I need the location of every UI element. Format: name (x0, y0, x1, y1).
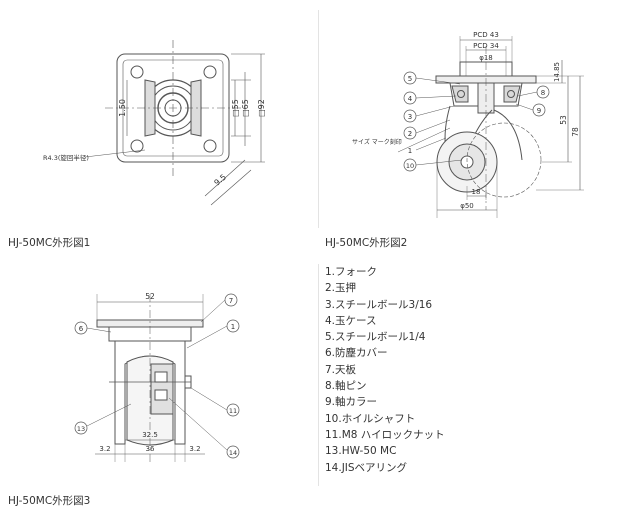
fig1-dim-hole-pitch: □55 (231, 99, 240, 117)
separator-vertical-lower (318, 264, 319, 486)
caption-fig3: HJ-50MC外形図3 (8, 495, 91, 507)
fig2-mark-label: サイズ マーク刻印 (352, 138, 402, 146)
fig2-callout-3: 3 (408, 113, 412, 121)
fig2-dim-18: 18 (472, 188, 481, 196)
fig1-dim-vertical: 1.50 (118, 99, 127, 117)
fig2-pcd34: PCD 34 (473, 42, 499, 50)
parts-list-item: 13.HW-50 MC (325, 445, 397, 458)
parts-list-item: 5.スチールボール1/4 (325, 331, 426, 344)
fig3-callout-1: 1 (231, 323, 235, 331)
fig3-callout-14: 14 (229, 449, 237, 457)
fig3-dim-32-right: 3.2 (189, 445, 200, 453)
fig1-label-bolt: R4.3(旋回半径) (43, 153, 89, 162)
fig2-callout-2: 2 (408, 130, 412, 138)
fig2-dim-1485: 14.85 (553, 62, 561, 82)
parts-list-item: 14.JISベアリング (325, 461, 408, 474)
fig1-dim-diag: 9.5 (213, 172, 229, 187)
fig3-callout-13: 13 (77, 425, 85, 433)
fig2-pcd43: PCD 43 (473, 31, 499, 39)
fig3-callout-7: 7 (229, 297, 233, 305)
fig2-callout-8: 8 (541, 89, 545, 97)
fig3-dim-52: 52 (145, 292, 155, 301)
caption-fig2: HJ-50MC外形図2 (325, 237, 408, 249)
parts-list-item: 6.防塵カバー (325, 347, 388, 360)
figure-1-drawing: □92 □65 □55 1.50 R4.3(旋回半径) 9.5 (43, 40, 266, 206)
fig2-dim-53: 53 (559, 115, 568, 125)
fig1-dim-bolt: □65 (241, 99, 250, 117)
separator-vertical (318, 10, 319, 228)
parts-list: 1.フォーク 2.玉押 3.スチールボール3/16 4.玉ケース 5.スチールボ… (325, 264, 625, 476)
figure-2-panel: PCD 43 PCD 34 φ18 14.85 53 78 18 φ50 サイズ… (322, 10, 627, 228)
figure-3-panel: 52 32.5 36 3.2 3.2 7 6 1 11 13 14 (5, 264, 310, 486)
parts-list-item: 7.天板 (325, 363, 357, 376)
fig3-dim-325: 32.5 (142, 431, 158, 439)
parts-list-item: 10.ホイルシャフト (325, 412, 416, 425)
fig2-phi18: φ18 (479, 54, 493, 62)
parts-list-item: 8.軸ピン (325, 380, 367, 393)
fig3-dim-32-left: 3.2 (99, 445, 110, 453)
caption-fig1: HJ-50MC外形図1 (8, 237, 91, 249)
parts-list-item: 3.スチールボール3/16 (325, 298, 433, 311)
fig2-dim-phi50: φ50 (460, 202, 474, 210)
fig3-callout-6: 6 (79, 325, 84, 333)
parts-list-item: 4.玉ケース (325, 314, 377, 327)
figure-2-drawing: PCD 43 PCD 34 φ18 14.85 53 78 18 φ50 サイズ… (352, 31, 584, 218)
fig3-dim-36: 36 (146, 445, 155, 453)
fig3-callout-11: 11 (229, 407, 237, 415)
fig2-dim-78: 78 (571, 127, 580, 137)
fig1-dim-plate: □92 (257, 99, 266, 117)
fig2-callout-1: 1 (408, 147, 412, 155)
parts-list-item: 2.玉押 (325, 282, 357, 295)
fig2-callout-5: 5 (408, 75, 412, 83)
figure-1-panel: □92 □65 □55 1.50 R4.3(旋回半径) 9.5 (5, 10, 310, 228)
fig2-callout-9: 9 (537, 107, 541, 115)
fig2-callout-10: 10 (406, 162, 414, 170)
parts-list-item: 11.M8 ハイロックナット (325, 428, 445, 441)
parts-list-item: 1.フォーク (325, 266, 378, 278)
parts-list-item: 9.軸カラー (325, 396, 378, 409)
fig2-callout-4: 4 (408, 95, 413, 103)
figure-3-drawing: 52 32.5 36 3.2 3.2 7 6 1 11 13 14 (74, 292, 240, 464)
